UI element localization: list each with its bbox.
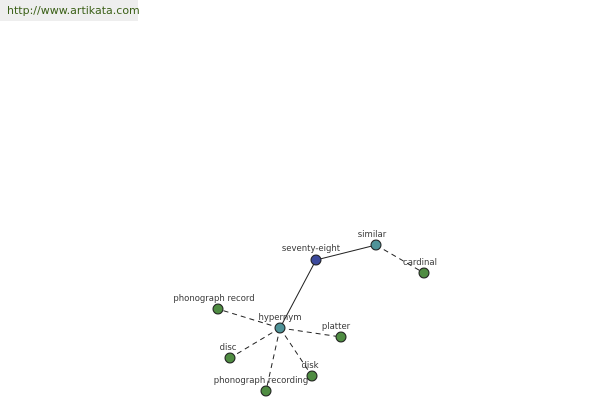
node-label-phonograph-record[interactable]: phonograph record [173,294,254,304]
node-label-hypernym[interactable]: hypernym [258,313,301,323]
node-cardinal[interactable] [418,267,430,279]
node-phonograph-recording[interactable] [260,385,272,397]
node-label-similar[interactable]: similar [358,230,387,240]
edge-hypernym-to-platter [279,327,342,338]
node-disc[interactable] [224,352,236,364]
edge-similar-to-cardinal [375,244,425,274]
node-label-cardinal[interactable]: cardinal [403,258,437,268]
labels-layer: seventy-eight similar cardinal hypernym phon… [173,230,437,386]
node-hypernym[interactable] [274,322,286,334]
nodes-layer [212,239,430,397]
node-platter[interactable] [335,331,347,343]
edge-hypernym-to-phonograph-record [217,308,281,329]
node-disk[interactable] [306,370,318,382]
node-phonograph-record[interactable] [212,303,224,315]
edge-hypernym-to-phonograph-recording [265,327,281,392]
edge-hypernym-to-disk [279,327,313,377]
node-label-platter[interactable]: platter [322,322,351,332]
edges-layer [217,244,425,392]
node-label-seventy-eight[interactable]: seventy-eight [282,244,341,254]
node-seventy-eight[interactable] [310,254,322,266]
node-similar[interactable] [370,239,382,251]
node-label-disc[interactable]: disc [220,343,237,353]
node-label-phonograph-recording[interactable]: phonograph recording [214,376,308,386]
edge-seventy-eight-to-hypernym [279,259,317,329]
edge-seventy-eight-to-similar [315,244,377,261]
node-label-disk[interactable]: disk [301,361,318,371]
source-url-banner[interactable]: http://www.artikata.com [0,0,140,21]
edge-hypernym-to-disc [229,327,281,359]
